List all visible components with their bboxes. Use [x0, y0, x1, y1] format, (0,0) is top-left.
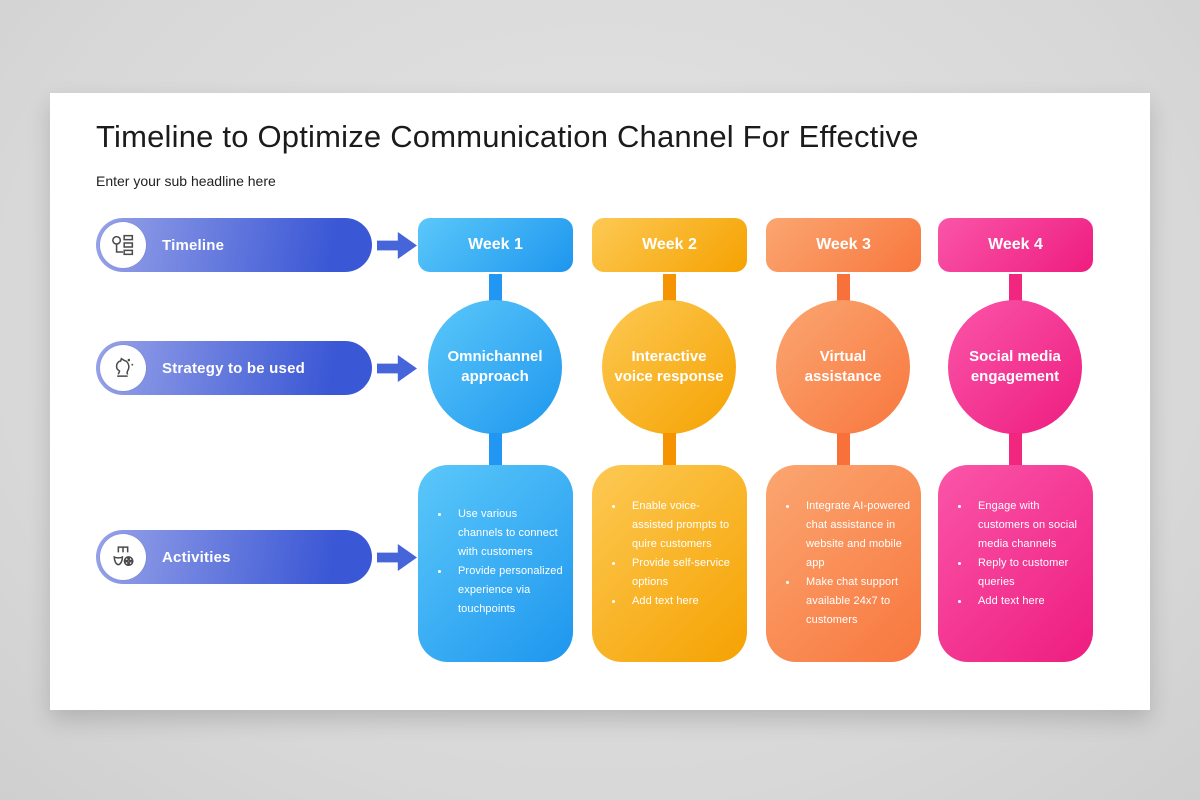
week-label: Week 2	[642, 236, 697, 253]
arrow-right-icon	[377, 355, 417, 382]
activities-box: Use various channels to connect with cus…	[418, 465, 573, 662]
strategy-label: Virtual assistance	[804, 347, 882, 385]
activities-icon	[100, 534, 146, 580]
connector-bar	[1009, 433, 1022, 466]
column-week-2: Week 2 Interactive voice response Enable…	[592, 93, 747, 710]
page-title: Timeline to Optimize Communication Chann…	[96, 119, 919, 154]
week-label: Week 4	[988, 236, 1043, 253]
activities-list: Use various channels to connect with cus…	[436, 505, 563, 619]
strategy-label: Omnichannel approach	[447, 347, 543, 385]
row-label-timeline: Timeline	[162, 236, 225, 254]
week-header: Week 2	[592, 218, 747, 272]
activity-item: Enable voice-assisted prompts to quire c…	[610, 497, 737, 554]
connector-bar	[663, 274, 676, 301]
week-header: Week 4	[938, 218, 1093, 272]
week-header: Week 1	[418, 218, 573, 272]
activity-item: Use various channels to connect with cus…	[436, 505, 563, 562]
strategy-icon	[100, 345, 146, 391]
activity-item: Reply to customer queries	[956, 554, 1083, 592]
activities-box: Engage with customers on social media ch…	[938, 465, 1093, 662]
row-label-activities: Activities	[162, 548, 231, 566]
activity-item: Provide self-service options	[610, 554, 737, 592]
strategy-label: Social media engagement	[969, 347, 1061, 385]
row-pill-activities: Activities	[96, 530, 372, 584]
column-week-3: Week 3 Virtual assistance Integrate AI-p…	[766, 93, 921, 710]
week-label: Week 1	[468, 236, 523, 253]
activity-item: Add text here	[610, 592, 737, 611]
row-pill-strategy: Strategy to be used	[96, 341, 372, 395]
strategy-label: Interactive voice response	[614, 347, 724, 385]
connector-bar	[663, 433, 676, 466]
column-week-1: Week 1 Omnichannel approach Use various …	[418, 93, 573, 710]
strategy-circle: Interactive voice response	[602, 300, 736, 434]
page-subtitle: Enter your sub headline here	[96, 173, 276, 189]
connector-bar	[489, 433, 502, 466]
activities-list: Integrate AI-powered chat assistance in …	[784, 497, 911, 630]
activity-item: Make chat support available 24x7 to cust…	[784, 573, 911, 630]
row-label-strategy: Strategy to be used	[162, 359, 305, 377]
column-week-4: Week 4 Social media engagement Engage wi…	[938, 93, 1093, 710]
connector-bar	[1009, 274, 1022, 301]
row-pill-timeline: Timeline	[96, 218, 372, 272]
strategy-circle: Omnichannel approach	[428, 300, 562, 434]
activities-list: Engage with customers on social media ch…	[956, 497, 1083, 611]
week-label: Week 3	[816, 236, 871, 253]
timeline-icon	[100, 222, 146, 268]
activities-box: Integrate AI-powered chat assistance in …	[766, 465, 921, 662]
connector-bar	[837, 433, 850, 466]
connector-bar	[489, 274, 502, 301]
activity-item: Add text here	[956, 592, 1083, 611]
arrow-right-icon	[377, 544, 417, 571]
connector-bar	[837, 274, 850, 301]
activities-list: Enable voice-assisted prompts to quire c…	[610, 497, 737, 611]
activities-box: Enable voice-assisted prompts to quire c…	[592, 465, 747, 662]
activity-item: Provide personalized experience via touc…	[436, 562, 563, 619]
arrow-right-icon	[377, 232, 417, 259]
activity-item: Engage with customers on social media ch…	[956, 497, 1083, 554]
slide-card: Timeline to Optimize Communication Chann…	[50, 93, 1150, 710]
activity-item: Integrate AI-powered chat assistance in …	[784, 497, 911, 573]
week-header: Week 3	[766, 218, 921, 272]
strategy-circle: Virtual assistance	[776, 300, 910, 434]
strategy-circle: Social media engagement	[948, 300, 1082, 434]
